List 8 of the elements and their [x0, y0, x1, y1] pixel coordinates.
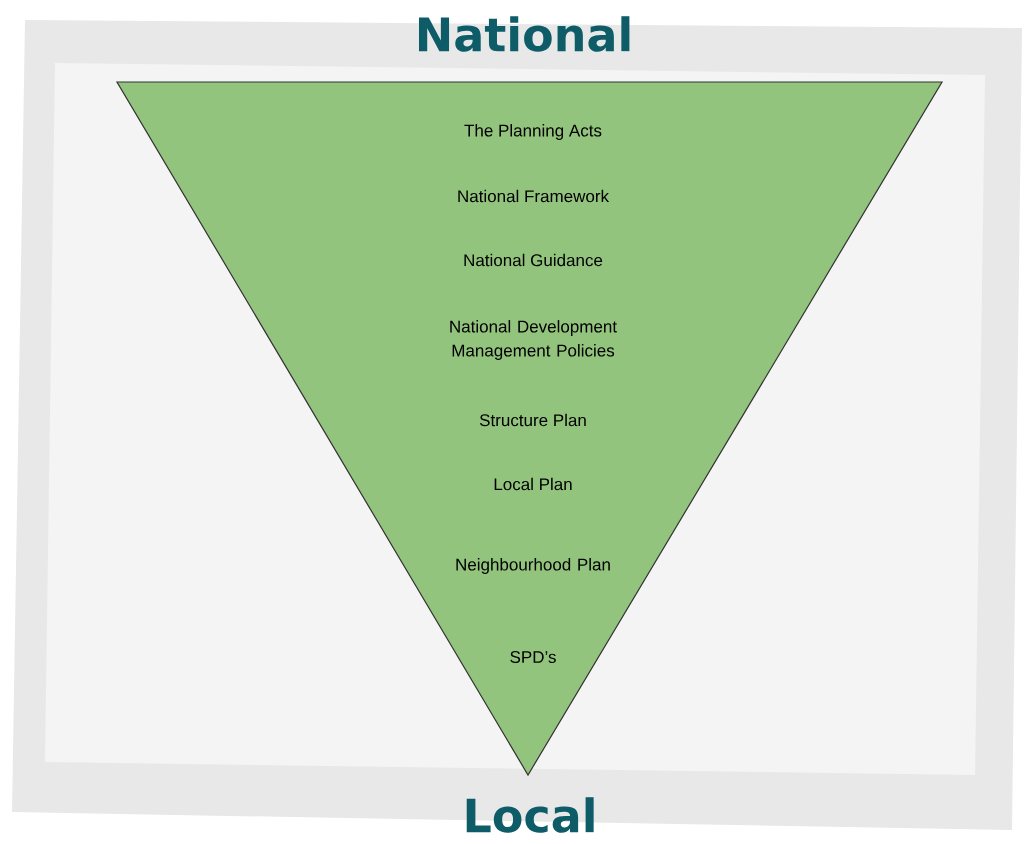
level-label: National Framework [458, 189, 610, 203]
level-label: Local Plan [494, 477, 572, 491]
level-label: Structure Plan [479, 413, 586, 427]
level-label: Neighbourhood Plan [456, 558, 610, 574]
level-label: The Planning Acts [464, 124, 602, 140]
level-label: SPD’s [510, 651, 556, 664]
level-label: National Development Management Policies [450, 320, 617, 360]
level-label: National Guidance [464, 253, 603, 267]
